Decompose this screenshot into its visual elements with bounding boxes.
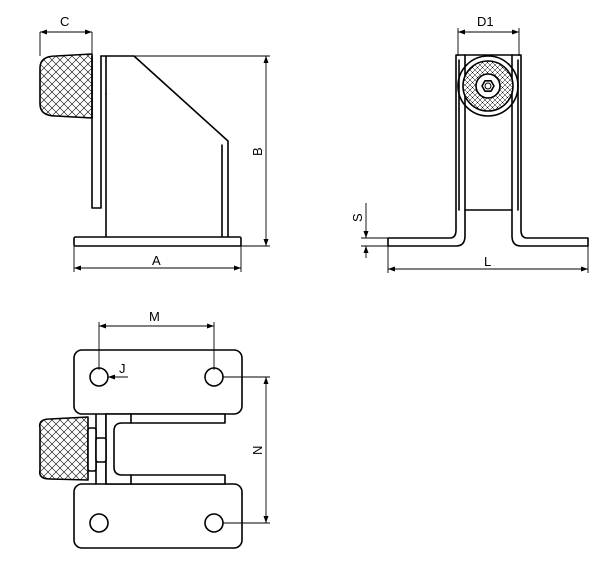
top-view: M J N	[38, 309, 270, 549]
bumper-front	[457, 55, 519, 117]
dimension-a: A	[73, 246, 242, 272]
body-outline-side	[91, 55, 102, 209]
lower-mounting-plate	[73, 483, 243, 549]
label-s: S	[350, 213, 365, 222]
label-c: C	[60, 14, 69, 29]
side-view: C B A	[39, 14, 270, 272]
label-l: L	[484, 254, 491, 269]
dimension-d1: D1	[457, 14, 520, 56]
dimension-s: S	[350, 203, 388, 258]
dimension-j: J	[108, 361, 128, 380]
rubber-bumper-top	[38, 416, 89, 481]
dimension-m: M	[98, 309, 215, 370]
rubber-bumper-side	[39, 53, 93, 119]
bolt-head-front	[475, 73, 501, 99]
label-a: A	[152, 253, 161, 268]
dimension-c: C	[39, 14, 93, 56]
label-b: B	[250, 147, 265, 156]
base-plate-side	[73, 236, 242, 247]
label-j: J	[119, 361, 126, 376]
front-view: D1 S L	[350, 14, 589, 273]
label-n: N	[250, 446, 265, 455]
dimension-n: N	[223, 376, 270, 524]
label-m: M	[149, 309, 160, 324]
dimension-l: L	[387, 246, 589, 273]
label-d1: D1	[477, 14, 494, 29]
dimension-b: B	[134, 55, 270, 247]
lower-hole-left	[89, 513, 109, 533]
